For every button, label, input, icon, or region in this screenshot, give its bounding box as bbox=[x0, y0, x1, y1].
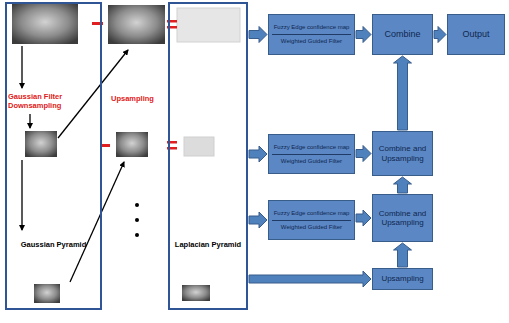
xray-image-part bbox=[108, 5, 165, 44]
flow-arrow-part bbox=[29, 114, 30, 128]
block-arrow bbox=[356, 27, 371, 43]
step-label: Upsampling bbox=[111, 94, 163, 103]
box-label: Fuzzy Edge confidence map bbox=[272, 210, 351, 217]
process-box: Combine and Upsampling bbox=[372, 131, 433, 176]
ellipsis-dots-part bbox=[135, 203, 139, 207]
ellipsis-dots-part bbox=[135, 218, 139, 222]
red-operator bbox=[92, 20, 177, 150]
detail-image bbox=[177, 8, 240, 156]
xray-image-part bbox=[25, 131, 57, 157]
box-label: Combine and Upsampling bbox=[376, 209, 429, 227]
block-arrow bbox=[356, 210, 371, 226]
xray-image-part bbox=[34, 284, 60, 303]
process-box: Output bbox=[447, 14, 505, 55]
pyramid-panel: Gaussian Pyramid bbox=[5, 2, 102, 310]
block-arrow bbox=[356, 146, 371, 162]
detail-image-part bbox=[177, 8, 240, 42]
process-box: Combine and Upsampling bbox=[372, 194, 433, 242]
process-box: Fuzzy Edge confidence mapWeighted Guided… bbox=[268, 200, 355, 240]
flow-arrow-part bbox=[21, 46, 22, 88]
panel-title: Laplacian Pyramid bbox=[172, 240, 244, 249]
box-label: Combine and Upsampling bbox=[376, 144, 429, 162]
box-label: Weighted Guided Filter bbox=[272, 154, 351, 165]
xray-image bbox=[12, 4, 210, 303]
flow-arrow-part bbox=[70, 162, 124, 282]
box-label: Fuzzy Edge confidence map bbox=[272, 144, 351, 151]
process-box: Combine bbox=[372, 14, 433, 55]
block-arrow bbox=[434, 27, 446, 43]
block-arrow bbox=[249, 27, 267, 43]
process-box: Fuzzy Edge confidence mapWeighted Guided… bbox=[268, 134, 355, 174]
block-arrow bbox=[394, 243, 412, 267]
block-arrow bbox=[249, 146, 267, 162]
block-arrow bbox=[394, 177, 412, 193]
box-label: Upsampling bbox=[376, 274, 429, 283]
panel-title: Gaussian Pyramid bbox=[9, 240, 98, 249]
process-box: Fuzzy Edge confidence mapWeighted Guided… bbox=[268, 14, 355, 55]
ellipsis-dots bbox=[135, 203, 139, 237]
box-label: Combine bbox=[376, 29, 429, 39]
block-arrow bbox=[249, 212, 267, 228]
block-arrow bbox=[394, 56, 412, 130]
ellipsis-dots-part bbox=[135, 233, 139, 237]
pyramid-panel: Laplacian Pyramid bbox=[168, 2, 248, 310]
xray-image-part bbox=[182, 285, 210, 301]
process-box: Upsampling bbox=[372, 268, 433, 290]
box-label: Weighted Guided Filter bbox=[272, 220, 351, 231]
step-label: Gaussian Filter Downsampling bbox=[8, 92, 78, 110]
flow-arrow-part bbox=[21, 160, 22, 230]
xray-image-part bbox=[12, 4, 78, 44]
box-label: Output bbox=[451, 29, 501, 39]
xray-image-part bbox=[116, 132, 148, 157]
detail-image-part bbox=[184, 137, 214, 156]
box-label: Weighted Guided Filter bbox=[272, 34, 351, 45]
block-arrow bbox=[249, 271, 371, 287]
box-label: Fuzzy Edge confidence map bbox=[272, 24, 351, 31]
